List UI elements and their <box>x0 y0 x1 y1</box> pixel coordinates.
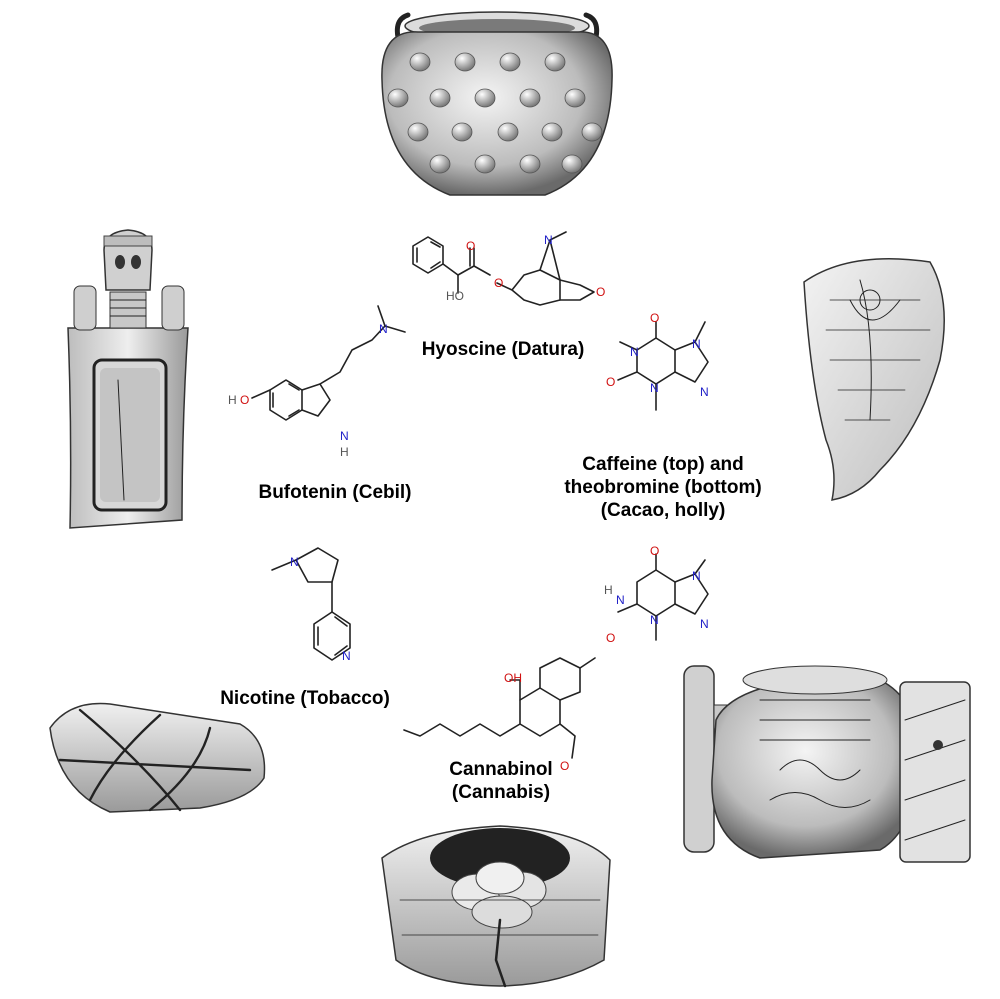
pot-spike <box>409 52 431 72</box>
pot-spike <box>564 88 586 108</box>
pot-spike <box>499 52 521 72</box>
pot-spike <box>454 52 476 72</box>
svg-text:N: N <box>692 337 701 351</box>
svg-text:O: O <box>466 239 475 253</box>
svg-text:N: N <box>630 345 639 359</box>
caffeine-label-line-1: Caffeine (top) and <box>582 454 744 475</box>
svg-text:N: N <box>700 617 709 631</box>
hyoscine-label: Hyoscine (Datura) <box>410 338 596 361</box>
svg-text:O: O <box>606 375 615 389</box>
spiked-ceramic-pot <box>381 11 613 196</box>
bufotenin-molecule: O H N N H <box>228 305 406 459</box>
svg-text:N: N <box>616 593 625 607</box>
pot-spike <box>581 122 603 142</box>
svg-text:H: H <box>228 393 237 407</box>
svg-text:N: N <box>700 385 709 399</box>
maya-spouted-vessel <box>683 665 971 863</box>
cannabinol-molecule: OH O <box>403 657 596 773</box>
svg-text:HO: HO <box>446 289 464 303</box>
pot-spike <box>497 122 519 142</box>
nicotine-molecule: N N <box>271 547 351 663</box>
cannabinol-label-line-2: (Cannabis) <box>451 782 551 803</box>
bufotenin-label-text: Bufotenin (Cebil) <box>258 482 412 503</box>
svg-text:OH: OH <box>504 671 522 685</box>
pot-spike <box>474 154 496 174</box>
svg-text:N: N <box>650 381 659 395</box>
svg-text:N: N <box>379 322 388 336</box>
svg-text:O: O <box>606 631 615 645</box>
caffeine-label-line-2: theobromine (bottom) <box>564 477 762 498</box>
svg-text:N: N <box>692 569 701 583</box>
stone-fragment <box>49 702 266 813</box>
nicotine-label: Nicotine (Tobacco) <box>206 687 404 710</box>
hyoscine-molecule: O O O N HO <box>412 231 605 306</box>
svg-text:H: H <box>340 445 349 459</box>
pot-spike <box>451 122 473 142</box>
svg-text:O: O <box>650 544 659 558</box>
hyoscine-label-text: Hyoscine (Datura) <box>421 339 585 360</box>
incised-conch-shell <box>803 258 945 501</box>
svg-text:N: N <box>650 613 659 627</box>
pot-spike <box>407 122 429 142</box>
svg-text:O: O <box>240 393 249 407</box>
pot-spike <box>429 88 451 108</box>
pot-spike <box>474 88 496 108</box>
svg-text:N: N <box>340 429 349 443</box>
nicotine-label-text: Nicotine (Tobacco) <box>220 688 390 709</box>
svg-text:O: O <box>650 311 659 325</box>
svg-text:N: N <box>342 649 351 663</box>
theobromine-molecule: O O N H N N N <box>604 544 709 645</box>
pot-spike <box>561 154 583 174</box>
svg-text:O: O <box>596 285 605 299</box>
svg-text:N: N <box>544 233 553 247</box>
caffeine-label: Caffeine (top) and theobromine (bottom) … <box>540 453 786 522</box>
pot-spike <box>541 122 563 142</box>
pot-spike <box>519 154 541 174</box>
svg-text:H: H <box>604 583 613 597</box>
pot-spike <box>544 52 566 72</box>
bufotenin-label: Bufotenin (Cebil) <box>246 481 424 504</box>
carved-stone-mortar <box>381 825 611 988</box>
svg-text:O: O <box>560 759 569 773</box>
pot-spike <box>429 154 451 174</box>
caffeine-label-line-3: (Cacao, holly) <box>600 500 726 521</box>
pot-spike <box>387 88 409 108</box>
cannabinol-label: Cannabinol (Cannabis) <box>436 758 566 804</box>
cannabinol-label-line-1: Cannabinol <box>449 759 553 780</box>
svg-text:O: O <box>494 276 503 290</box>
svg-text:N: N <box>290 555 299 569</box>
caffeine-molecule: O O N N N N <box>606 311 709 411</box>
pot-spike <box>519 88 541 108</box>
carved-figure-snuff-tray <box>67 229 189 529</box>
